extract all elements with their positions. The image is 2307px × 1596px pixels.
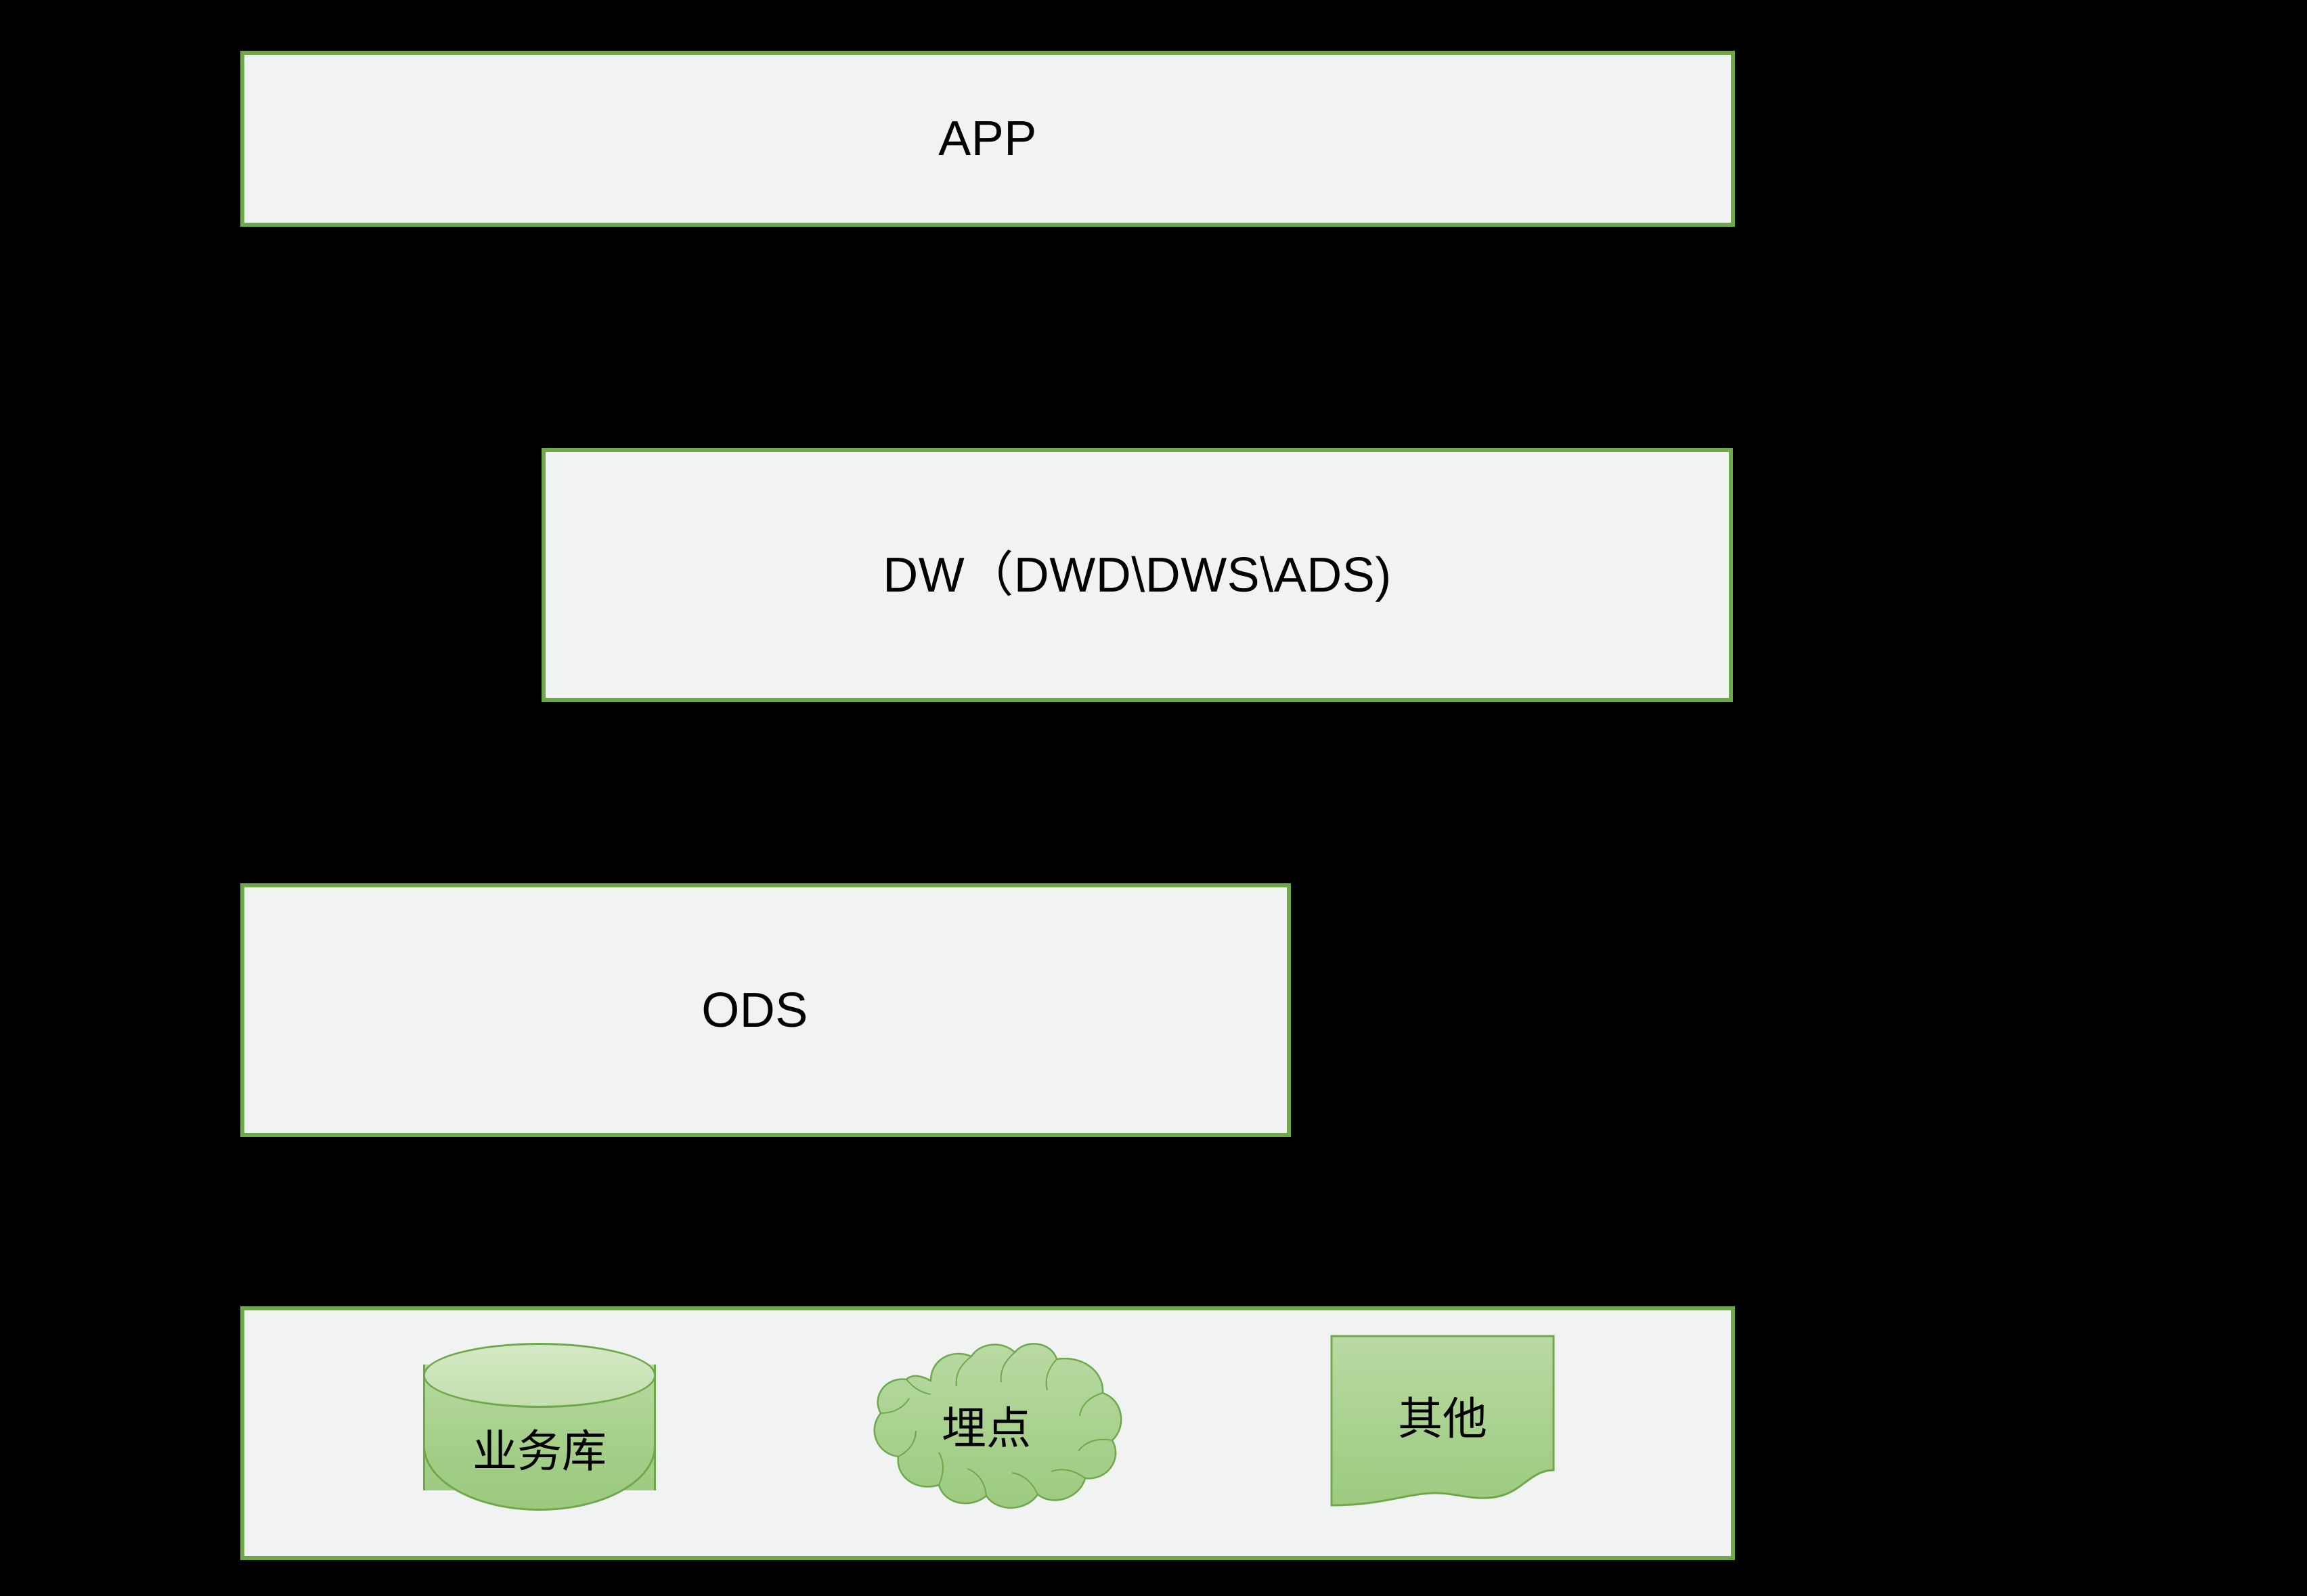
source-shape-business-db[interactable]: 业务库	[423, 1343, 656, 1512]
layer-label-app: APP	[938, 112, 1037, 166]
document-icon	[1330, 1335, 1555, 1507]
source-label-tracking: 埋点	[942, 1402, 1031, 1455]
source-shape-tracking[interactable]: 埋点	[844, 1335, 1128, 1517]
source-label-other: 其他	[1398, 1393, 1487, 1445]
layer-box-ods[interactable]: ODS	[240, 883, 1291, 1137]
layer-label-dw: DW（DWD\DWS\ADS)	[883, 548, 1392, 602]
cylinder-top-icon	[423, 1343, 656, 1408]
layer-box-app[interactable]: APP	[240, 51, 1735, 227]
source-label-business-db: 业务库	[473, 1425, 607, 1478]
layer-box-dw[interactable]: DW（DWD\DWS\ADS)	[542, 448, 1733, 702]
layer-box-sources[interactable]: 业务库	[240, 1306, 1735, 1560]
cloud-icon	[873, 1343, 1122, 1509]
source-shape-other[interactable]: 其他	[1329, 1331, 1556, 1508]
layer-label-ods: ODS	[701, 983, 808, 1038]
